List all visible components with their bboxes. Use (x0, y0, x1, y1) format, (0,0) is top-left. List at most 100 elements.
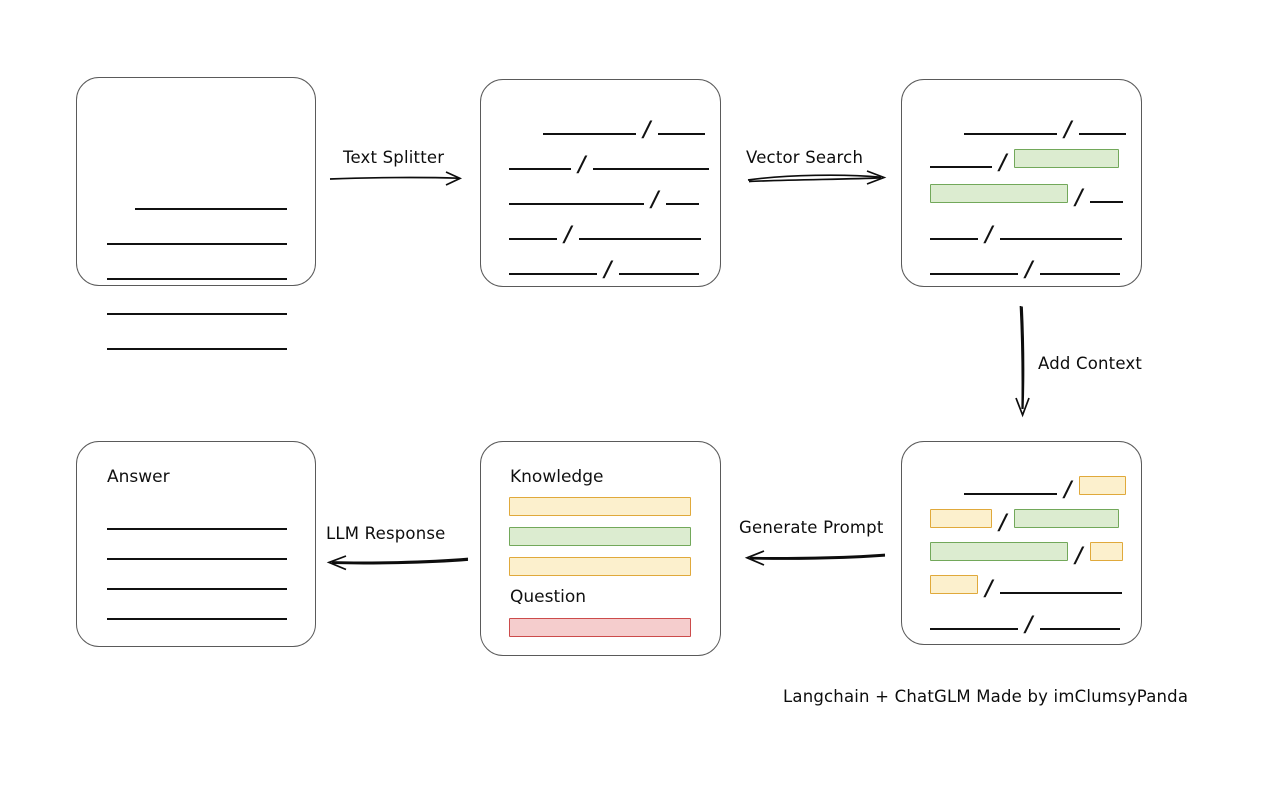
arrow-label-add-context: Add Context (1038, 354, 1143, 373)
chunk-line: / (930, 506, 1119, 534)
chunk-line: / (509, 183, 699, 211)
chunk-line: / (509, 253, 699, 281)
context-chunk-highlight (930, 575, 978, 594)
slash-separator: / (578, 151, 586, 176)
diagram-caption: Langchain + ChatGLM Made by imClumsyPand… (783, 687, 1189, 706)
text-line-segment (1039, 616, 1120, 630)
text-line-segment (509, 191, 644, 205)
arrow-label-vector-search: Vector Search (746, 148, 864, 167)
chunk-line: / (509, 148, 709, 176)
text-line-segment (135, 196, 287, 210)
arrow-label-generate-prompt: Generate Prompt (739, 518, 884, 537)
slash-separator: / (1064, 476, 1072, 501)
chunk-line: / (964, 113, 1126, 141)
slash-separator: / (985, 221, 993, 246)
card-rows (481, 442, 720, 655)
text-line-segment (107, 546, 287, 560)
slash-separator: / (1025, 256, 1033, 281)
text-line-segment (107, 606, 287, 620)
chunk-line: / (930, 608, 1120, 634)
card-split-chunks[interactable]: / / / / / (480, 79, 721, 287)
text-line-segment (1089, 189, 1123, 203)
arrow-text-splitter (329, 171, 463, 186)
chunk-line: / (509, 218, 701, 244)
retrieved-chunk-highlight (930, 542, 1068, 561)
context-chunk-highlight (930, 509, 992, 528)
text-line-segment (107, 266, 287, 280)
knowledge-chunk-highlight (509, 497, 691, 516)
text-line-segment (543, 121, 636, 135)
knowledge-chunk-row (509, 494, 691, 516)
text-line-segment (509, 156, 571, 170)
text-line-segment (930, 261, 1018, 275)
slash-separator: / (604, 256, 612, 281)
document-line (107, 258, 287, 280)
slash-separator: / (643, 116, 651, 141)
knowledge-chunk-highlight (509, 527, 691, 546)
answer-line (107, 538, 287, 560)
text-line-segment (657, 121, 705, 135)
text-line-segment (107, 231, 287, 245)
chunk-line: / (930, 146, 1119, 174)
card-rows (77, 78, 315, 350)
document-line (107, 293, 287, 315)
chunk-line: / (964, 473, 1126, 501)
document-line (107, 328, 287, 350)
text-line-segment (999, 580, 1122, 594)
context-chunk-highlight (1089, 542, 1123, 561)
retrieved-chunk-highlight (1013, 149, 1119, 168)
text-line-segment (1039, 261, 1120, 275)
text-line-segment (107, 516, 287, 530)
arrow-vector-search (747, 170, 887, 185)
card-rows-question (481, 442, 720, 655)
arrow-llm-response (326, 555, 469, 571)
question-chunk-row (509, 615, 691, 637)
card-source-document[interactable] (76, 77, 316, 350)
knowledge-chunk-row (509, 524, 691, 546)
text-line-segment (930, 226, 978, 240)
card-answer[interactable]: Answer (76, 441, 316, 647)
text-line-segment (107, 336, 287, 350)
text-line-segment (618, 261, 699, 275)
slash-separator: / (999, 149, 1007, 174)
chunk-line: / (930, 181, 1123, 209)
chunk-line: / (930, 218, 1122, 246)
text-line-segment (930, 616, 1018, 630)
question-chunk-highlight (509, 618, 691, 637)
prompt-knowledge-label: Knowledge (510, 467, 604, 487)
chunk-line: / (930, 572, 1122, 598)
slash-separator: / (651, 186, 659, 211)
text-line-segment (509, 261, 597, 275)
card-rows: / / / / / (902, 80, 1141, 286)
slash-separator: / (1075, 184, 1083, 209)
answer-line (107, 508, 287, 530)
prompt-question-label: Question (510, 587, 587, 607)
card-rows: / / / / / (902, 442, 1141, 644)
text-line-segment (1078, 121, 1126, 135)
answer-line (107, 568, 287, 590)
slash-separator: / (999, 509, 1007, 534)
knowledge-chunk-highlight (509, 557, 691, 576)
text-line-segment (930, 154, 992, 168)
text-line-segment (592, 156, 709, 170)
card-prompt[interactable]: Knowledge Question (480, 441, 721, 656)
card-context-chunks[interactable]: / / / / / (901, 441, 1142, 645)
chunk-line: / (543, 113, 705, 141)
retrieved-chunk-highlight (930, 184, 1068, 203)
slash-separator: / (1064, 116, 1072, 141)
card-vector-matched-chunks[interactable]: / / / / / (901, 79, 1142, 287)
chunk-line: / (930, 539, 1123, 567)
retrieved-chunk-highlight (1013, 509, 1119, 528)
text-line-segment (665, 191, 699, 205)
chunk-line: / (930, 253, 1120, 281)
card-rows (77, 442, 315, 646)
text-line-segment (107, 301, 287, 315)
slash-separator: / (1075, 542, 1083, 567)
text-line-segment (509, 226, 557, 240)
answer-line (107, 598, 287, 620)
answer-label: Answer (107, 467, 170, 487)
card-rows: / / / / / (481, 80, 720, 286)
document-line (107, 223, 287, 245)
arrow-add-context (1015, 305, 1030, 418)
text-line-segment (964, 481, 1057, 495)
